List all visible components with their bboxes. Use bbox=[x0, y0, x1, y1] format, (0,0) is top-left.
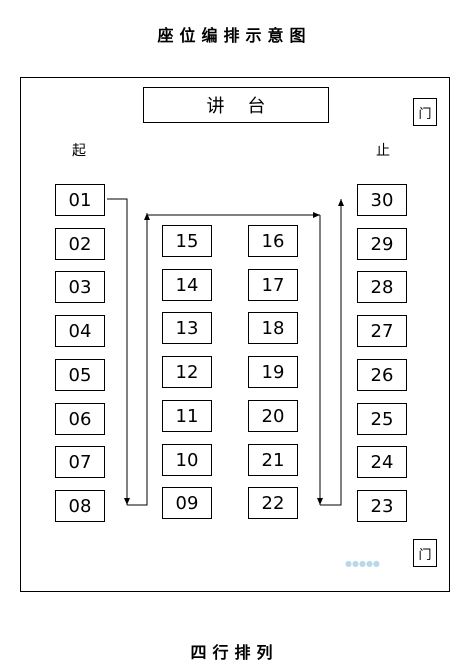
seat-29: 29 bbox=[357, 228, 407, 260]
seat-11: 11 bbox=[162, 400, 212, 432]
door-bottom-label: 门 bbox=[418, 547, 432, 563]
end-label: 止 bbox=[376, 143, 390, 159]
seat-13: 13 bbox=[162, 312, 212, 344]
seat-21: 21 bbox=[248, 444, 298, 476]
arrow-col3-to-col4 bbox=[320, 199, 344, 506]
start-label: 起 bbox=[72, 143, 86, 159]
seat-02: 02 bbox=[55, 228, 105, 260]
classroom-outline bbox=[20, 77, 450, 592]
footer-caption: 四行排列 bbox=[190, 643, 279, 662]
seat-09: 09 bbox=[162, 487, 212, 519]
door-bottom: 门 bbox=[413, 539, 437, 567]
seat-15: 15 bbox=[162, 225, 212, 257]
diagram-title: 座位编排示意图 bbox=[157, 26, 312, 45]
seat-06: 06 bbox=[55, 403, 105, 435]
seat-10: 10 bbox=[162, 444, 212, 476]
seat-20: 20 bbox=[248, 400, 298, 432]
seat-16: 16 bbox=[248, 225, 298, 257]
seat-12: 12 bbox=[162, 356, 212, 388]
seat-04: 04 bbox=[55, 315, 105, 347]
seat-23: 23 bbox=[357, 490, 407, 522]
seat-01: 01 bbox=[55, 184, 105, 216]
podium-label: 讲 台 bbox=[206, 96, 266, 117]
seat-08: 08 bbox=[55, 490, 105, 522]
seat-25: 25 bbox=[357, 403, 407, 435]
arrow-col1-down bbox=[107, 198, 130, 505]
seat-24: 24 bbox=[357, 446, 407, 478]
seat-19: 19 bbox=[248, 356, 298, 388]
watermark-logo: ●●●●● bbox=[345, 559, 380, 568]
seat-18: 18 bbox=[248, 312, 298, 344]
seat-22: 22 bbox=[248, 487, 298, 519]
seat-28: 28 bbox=[357, 271, 407, 303]
podium: 讲 台 bbox=[143, 87, 329, 123]
arrow-col1-to-col2 bbox=[127, 213, 150, 506]
door-top-label: 门 bbox=[418, 106, 432, 122]
seat-30: 30 bbox=[357, 184, 407, 216]
seat-07: 07 bbox=[55, 446, 105, 478]
door-top: 门 bbox=[413, 98, 437, 126]
seat-17: 17 bbox=[248, 269, 298, 301]
seat-26: 26 bbox=[357, 359, 407, 391]
seat-05: 05 bbox=[55, 359, 105, 391]
seat-14: 14 bbox=[162, 269, 212, 301]
seat-03: 03 bbox=[55, 271, 105, 303]
seat-27: 27 bbox=[357, 315, 407, 347]
